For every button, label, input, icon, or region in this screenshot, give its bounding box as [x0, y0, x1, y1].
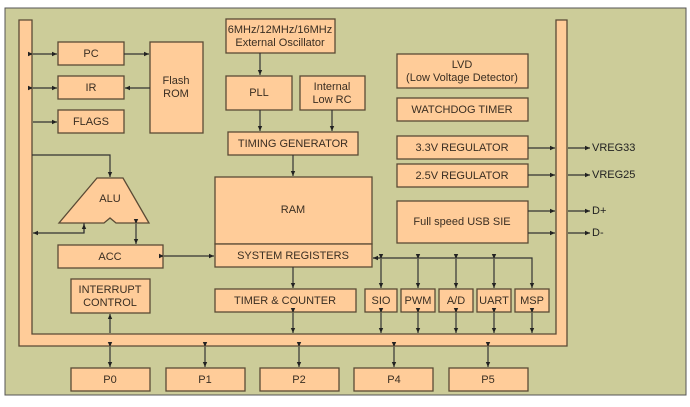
internal-rc-label-1: Internal	[314, 81, 351, 93]
lvd-label-2: (Low Voltage Detector)	[406, 72, 518, 84]
lvd-label-1: LVD	[452, 59, 473, 71]
port-p5-block	[448, 367, 529, 392]
signal-dminus: D-	[592, 227, 604, 239]
signal-vreg33: VREG33	[592, 142, 635, 154]
sio-label: SIO	[372, 295, 391, 307]
ir-block	[57, 75, 125, 100]
timer-counter-label: TIMER & COUNTER	[234, 295, 336, 307]
port-p1-block	[165, 367, 246, 392]
port-p0-block	[70, 367, 151, 392]
interrupt-label-1: INTERRUPT	[79, 284, 142, 296]
interrupt-control-block	[70, 278, 151, 314]
watchdog-label: WATCHDOG TIMER	[411, 104, 512, 116]
reg33-label: 3.3V REGULATOR	[415, 142, 508, 154]
oscillator-block	[225, 18, 336, 54]
port-p4-label: P4	[387, 374, 400, 386]
interrupt-label-2: CONTROL	[83, 297, 137, 309]
signal-dplus: D+	[592, 205, 606, 217]
ram-label: RAM	[281, 204, 305, 216]
port-p5-label: P5	[481, 374, 494, 386]
ram-block	[214, 176, 373, 245]
signal-vreg25: VREG25	[592, 169, 635, 181]
timing-generator-label: TIMING GENERATOR	[238, 138, 348, 150]
oscillator-label-1: 6MHz/12MHz/16MHz	[228, 24, 333, 36]
watchdog-block	[396, 97, 529, 122]
internal-bus	[18, 19, 568, 347]
port-p2-block	[259, 367, 340, 392]
flash-rom-label-1: Flash	[163, 75, 190, 87]
lvd-block	[396, 53, 529, 89]
uart-label: UART	[479, 295, 509, 307]
port-p1-label: P1	[198, 374, 211, 386]
flash-rom-label-2: ROM	[163, 88, 189, 100]
pll-label: PLL	[249, 87, 269, 99]
pc-label: PC	[83, 48, 98, 60]
msp-label: MSP	[520, 295, 544, 307]
port-p2-label: P2	[292, 374, 305, 386]
timer-counter-block	[214, 288, 357, 313]
connections	[28, 51, 590, 367]
port-p4-block	[353, 367, 434, 392]
alu-block	[57, 177, 151, 224]
alu-label: ALU	[99, 193, 120, 205]
reg25-label: 2.5V REGULATOR	[415, 170, 508, 182]
flags-block	[57, 109, 125, 134]
usb-sie-block	[396, 200, 529, 244]
internal-rc-block	[299, 75, 366, 111]
usb-sie-label: Full speed USB SIE	[413, 216, 510, 228]
oscillator-label-2: External Oscillator	[235, 37, 325, 49]
pll-block	[225, 75, 293, 111]
system-registers-label: SYSTEM REGISTERS	[237, 250, 349, 262]
internal-rc-label-2: Low RC	[312, 94, 351, 106]
port-p0-label: P0	[103, 374, 116, 386]
flags-label: FLAGS	[73, 116, 109, 128]
pwm-label: PWM	[405, 295, 432, 307]
ir-label: IR	[86, 82, 97, 94]
ad-label: A/D	[447, 295, 465, 307]
acc-label: ACC	[98, 251, 121, 263]
